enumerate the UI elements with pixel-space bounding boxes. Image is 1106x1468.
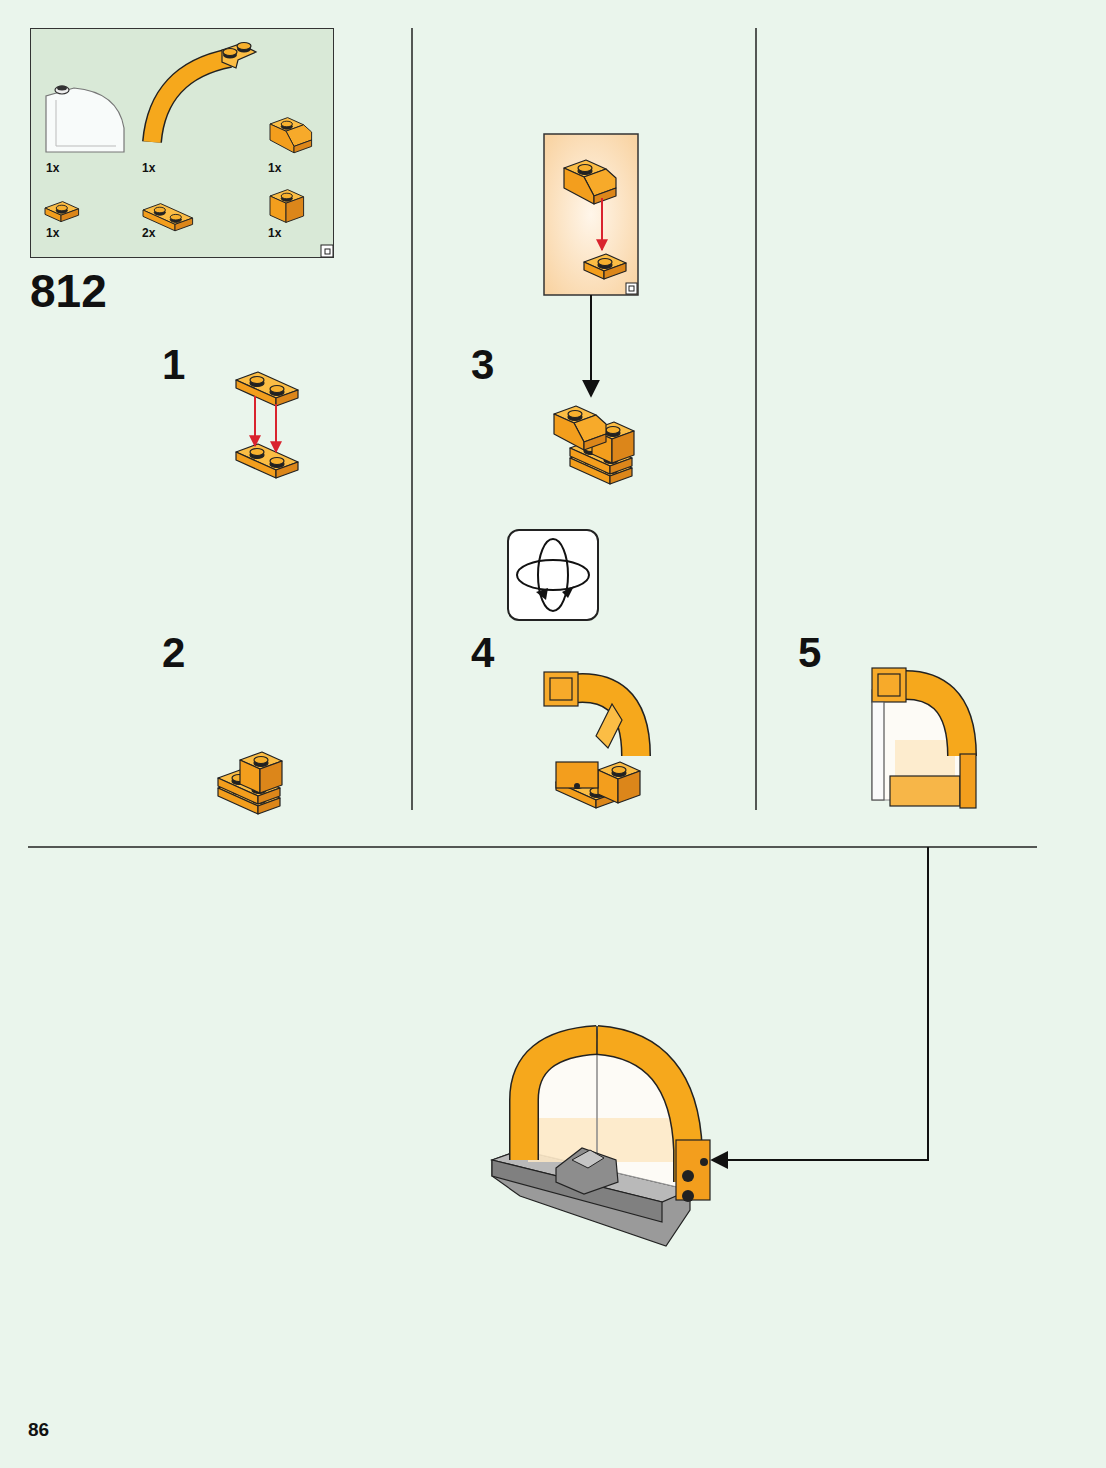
red-arrow: [255, 396, 276, 452]
arch-part: [152, 43, 256, 143]
arch-assembly: [544, 672, 640, 808]
part-quantity: 1x: [268, 227, 281, 239]
door-assembly: [492, 1026, 710, 1246]
rotate-icon: [508, 530, 598, 620]
callout-box: [544, 134, 638, 295]
step-number: 3: [471, 344, 494, 386]
step-number: 4: [471, 632, 494, 674]
page-number: 86: [28, 1420, 49, 1439]
frame-line: [28, 28, 1037, 847]
window-part: [46, 86, 124, 153]
part-quantity: 1x: [46, 162, 59, 174]
step-number: 1: [162, 344, 185, 386]
part-quantity: 1x: [46, 227, 59, 239]
window-assembly: [872, 668, 976, 808]
model-number: 812: [30, 268, 107, 314]
part-quantity: 1x: [142, 162, 155, 174]
corner-mark: [321, 245, 333, 257]
part-quantity: 1x: [268, 162, 281, 174]
parts-panel: [30, 28, 334, 258]
step-number: 5: [798, 632, 821, 674]
parts-list-box: 1x 1x 1x 1x 2x 1x: [30, 28, 334, 258]
step-number: 2: [162, 632, 185, 674]
part-quantity: 2x: [142, 227, 155, 239]
assembly-arrow: [712, 847, 928, 1160]
